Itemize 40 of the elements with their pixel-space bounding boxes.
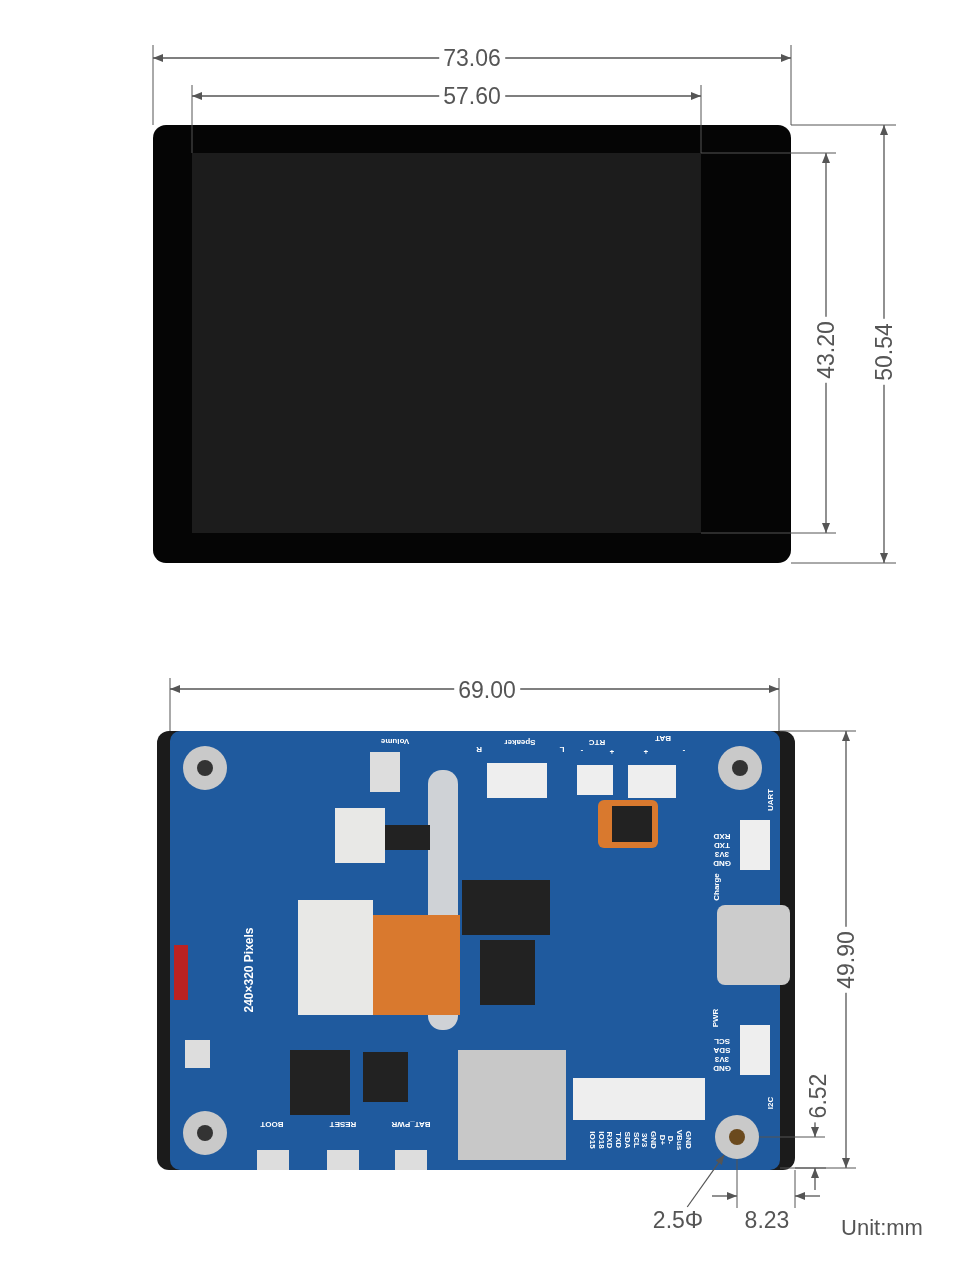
silkscreen-label: TXD bbox=[714, 841, 730, 849]
silkscreen-label: R bbox=[476, 745, 482, 753]
silkscreen-label: PWR bbox=[712, 1008, 720, 1028]
silkscreen-label: - bbox=[580, 747, 584, 755]
silkscreen-label: SCL bbox=[714, 1037, 730, 1045]
silkscreen-label: GND bbox=[683, 1131, 692, 1149]
silkscreen-label: 240×320 Pixels bbox=[243, 927, 255, 1013]
silkscreen-label: TXD bbox=[614, 1132, 623, 1148]
silkscreen-label: UART bbox=[767, 788, 775, 812]
silkscreen-label: L bbox=[559, 745, 565, 753]
silkscreen-label: 3V3 bbox=[714, 1055, 730, 1063]
silkscreen-label: RXD bbox=[605, 1131, 614, 1149]
silkscreen-label: VBus bbox=[675, 1129, 683, 1151]
silkscreen-label: D+ bbox=[657, 1134, 666, 1146]
silkscreen-label: 3V3 bbox=[714, 850, 730, 858]
silkscreen-label: Speaker bbox=[504, 738, 536, 746]
silkscreen-label: Volume bbox=[380, 737, 410, 745]
silkscreen-label: RTC bbox=[588, 738, 606, 746]
silkscreen-label: GND bbox=[713, 859, 731, 867]
silkscreen-label: SDA bbox=[713, 1046, 731, 1054]
silkscreen-label: Charge bbox=[713, 873, 721, 901]
silkscreen-label: + bbox=[643, 747, 649, 755]
mounting-hole bbox=[715, 1115, 759, 1159]
silkscreen-label: IO15 bbox=[588, 1131, 596, 1149]
silkscreen-label: RESET bbox=[329, 1120, 357, 1128]
silkscreen-label: GND bbox=[713, 1064, 731, 1072]
silkscreen-label: - bbox=[682, 747, 686, 755]
silkscreen-label: D- bbox=[666, 1135, 675, 1145]
silkscreen-label: RXD bbox=[713, 832, 731, 840]
silkscreen-label: GND bbox=[648, 1131, 657, 1149]
silkscreen-label: 3V3 bbox=[640, 1132, 649, 1148]
silkscreen-label: + bbox=[609, 747, 615, 755]
silkscreen-label: IO18 bbox=[596, 1131, 605, 1149]
silkscreen-label: BAT_PWR bbox=[391, 1120, 431, 1128]
leader-line bbox=[686, 1154, 725, 1208]
silkscreen-label: SDA bbox=[622, 1131, 631, 1149]
silkscreen-label: SCL bbox=[631, 1132, 640, 1148]
silkscreen-label: BOOT bbox=[260, 1120, 284, 1128]
silkscreen-label: I2C bbox=[767, 1096, 775, 1110]
silkscreen-label: BAT bbox=[655, 734, 671, 742]
